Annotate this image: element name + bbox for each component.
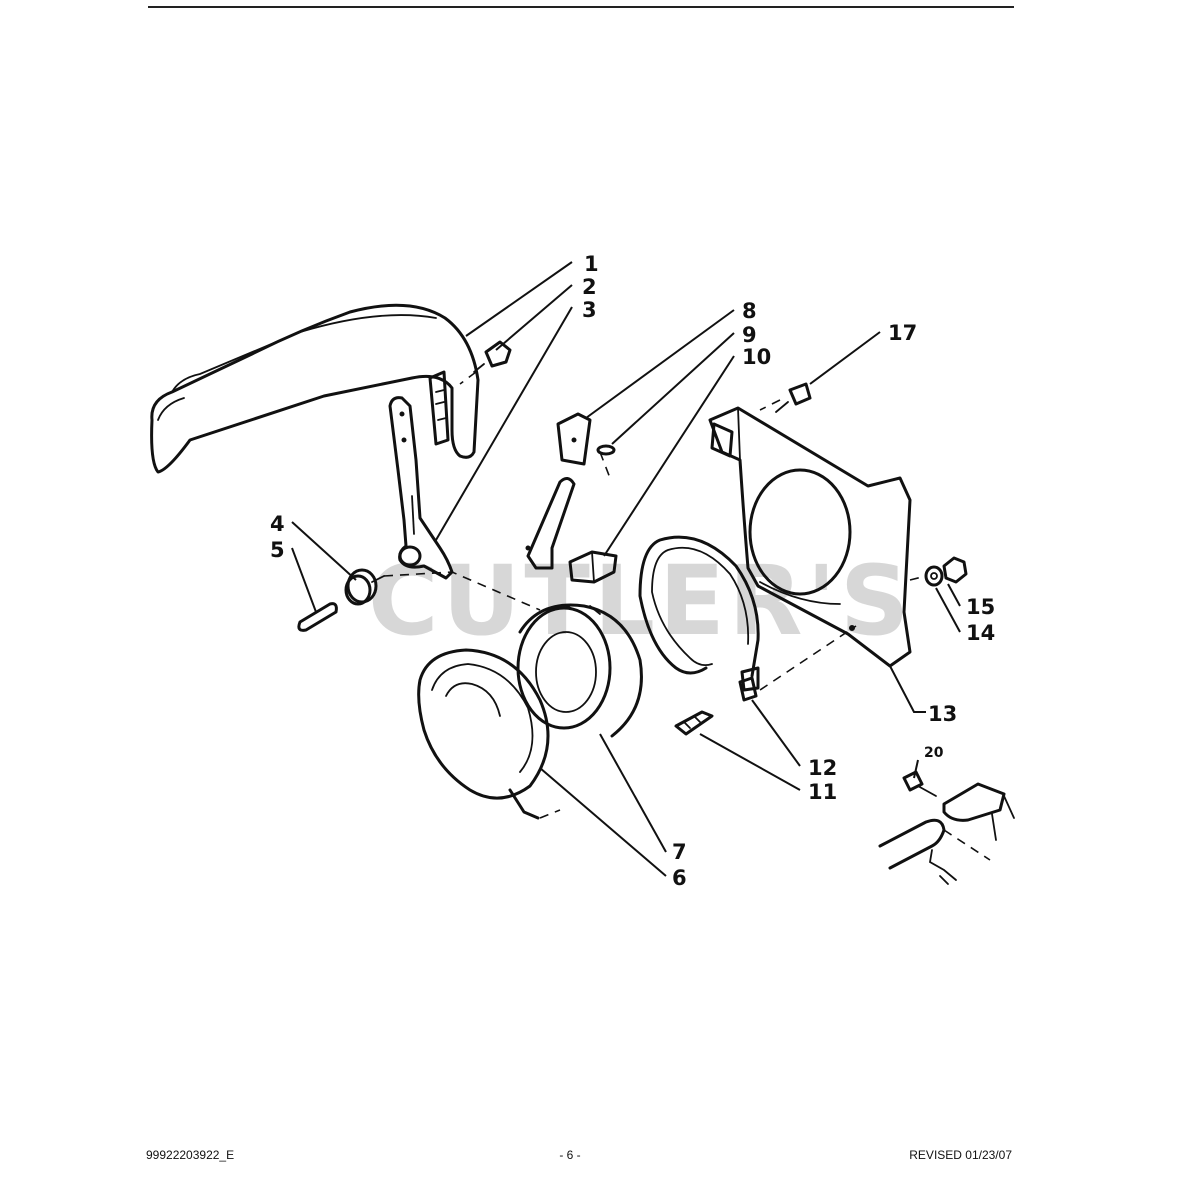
callout-labels: 1 2 3 4 5 6 7 8 9 10 11 12 13 14 15 17 2…	[270, 252, 995, 890]
part-1-hand-guard	[150, 303, 480, 474]
part-4-bushing	[344, 568, 385, 606]
callout-14: 14	[966, 621, 995, 645]
callout-1: 1	[584, 252, 599, 276]
callout-3: 3	[582, 298, 597, 322]
callout-9: 9	[742, 323, 757, 347]
part-6-coil-spring	[417, 648, 550, 820]
callout-7: 7	[672, 840, 687, 864]
part-7-brake-drum	[516, 603, 643, 738]
callout-5: 5	[270, 538, 285, 562]
part-14-washer	[924, 565, 944, 587]
callout-17: 17	[888, 321, 917, 345]
part-2-screw	[473, 340, 512, 373]
callout-11: 11	[808, 780, 837, 804]
callout-15: 15	[966, 595, 995, 619]
part-15-nut	[942, 556, 968, 584]
callout-13: 13	[928, 702, 957, 726]
callout-10: 10	[742, 345, 771, 369]
callout-2: 2	[582, 275, 597, 299]
top-rule	[148, 6, 1014, 8]
brake-band-lever	[525, 477, 576, 570]
revision-date: REVISED 01/23/07	[909, 1148, 1012, 1162]
part-3-brake-lever	[388, 396, 454, 580]
assembly-lines	[383, 371, 991, 861]
page-number: - 6 -	[559, 1148, 581, 1162]
part-5-pin	[297, 602, 338, 632]
part-8-block	[556, 412, 592, 466]
part-12-nut	[738, 676, 758, 702]
document-number: 99922203922_E	[146, 1148, 235, 1162]
part-17-bolt	[775, 382, 812, 413]
leader-lines	[291, 261, 961, 877]
part-20-detail	[878, 770, 1015, 885]
brake-band	[638, 535, 760, 692]
part-13-clutch-cover	[708, 406, 912, 668]
watermark-text: CUTLER'S	[368, 545, 913, 657]
callout-12: 12	[808, 756, 837, 780]
part-9-small-pin	[596, 444, 616, 456]
part-11-stud	[674, 710, 714, 736]
callout-8: 8	[742, 299, 757, 323]
part-10-bracket	[568, 550, 618, 584]
callout-4: 4	[270, 512, 285, 536]
callout-20: 20	[924, 745, 944, 761]
callout-6: 6	[672, 866, 687, 890]
